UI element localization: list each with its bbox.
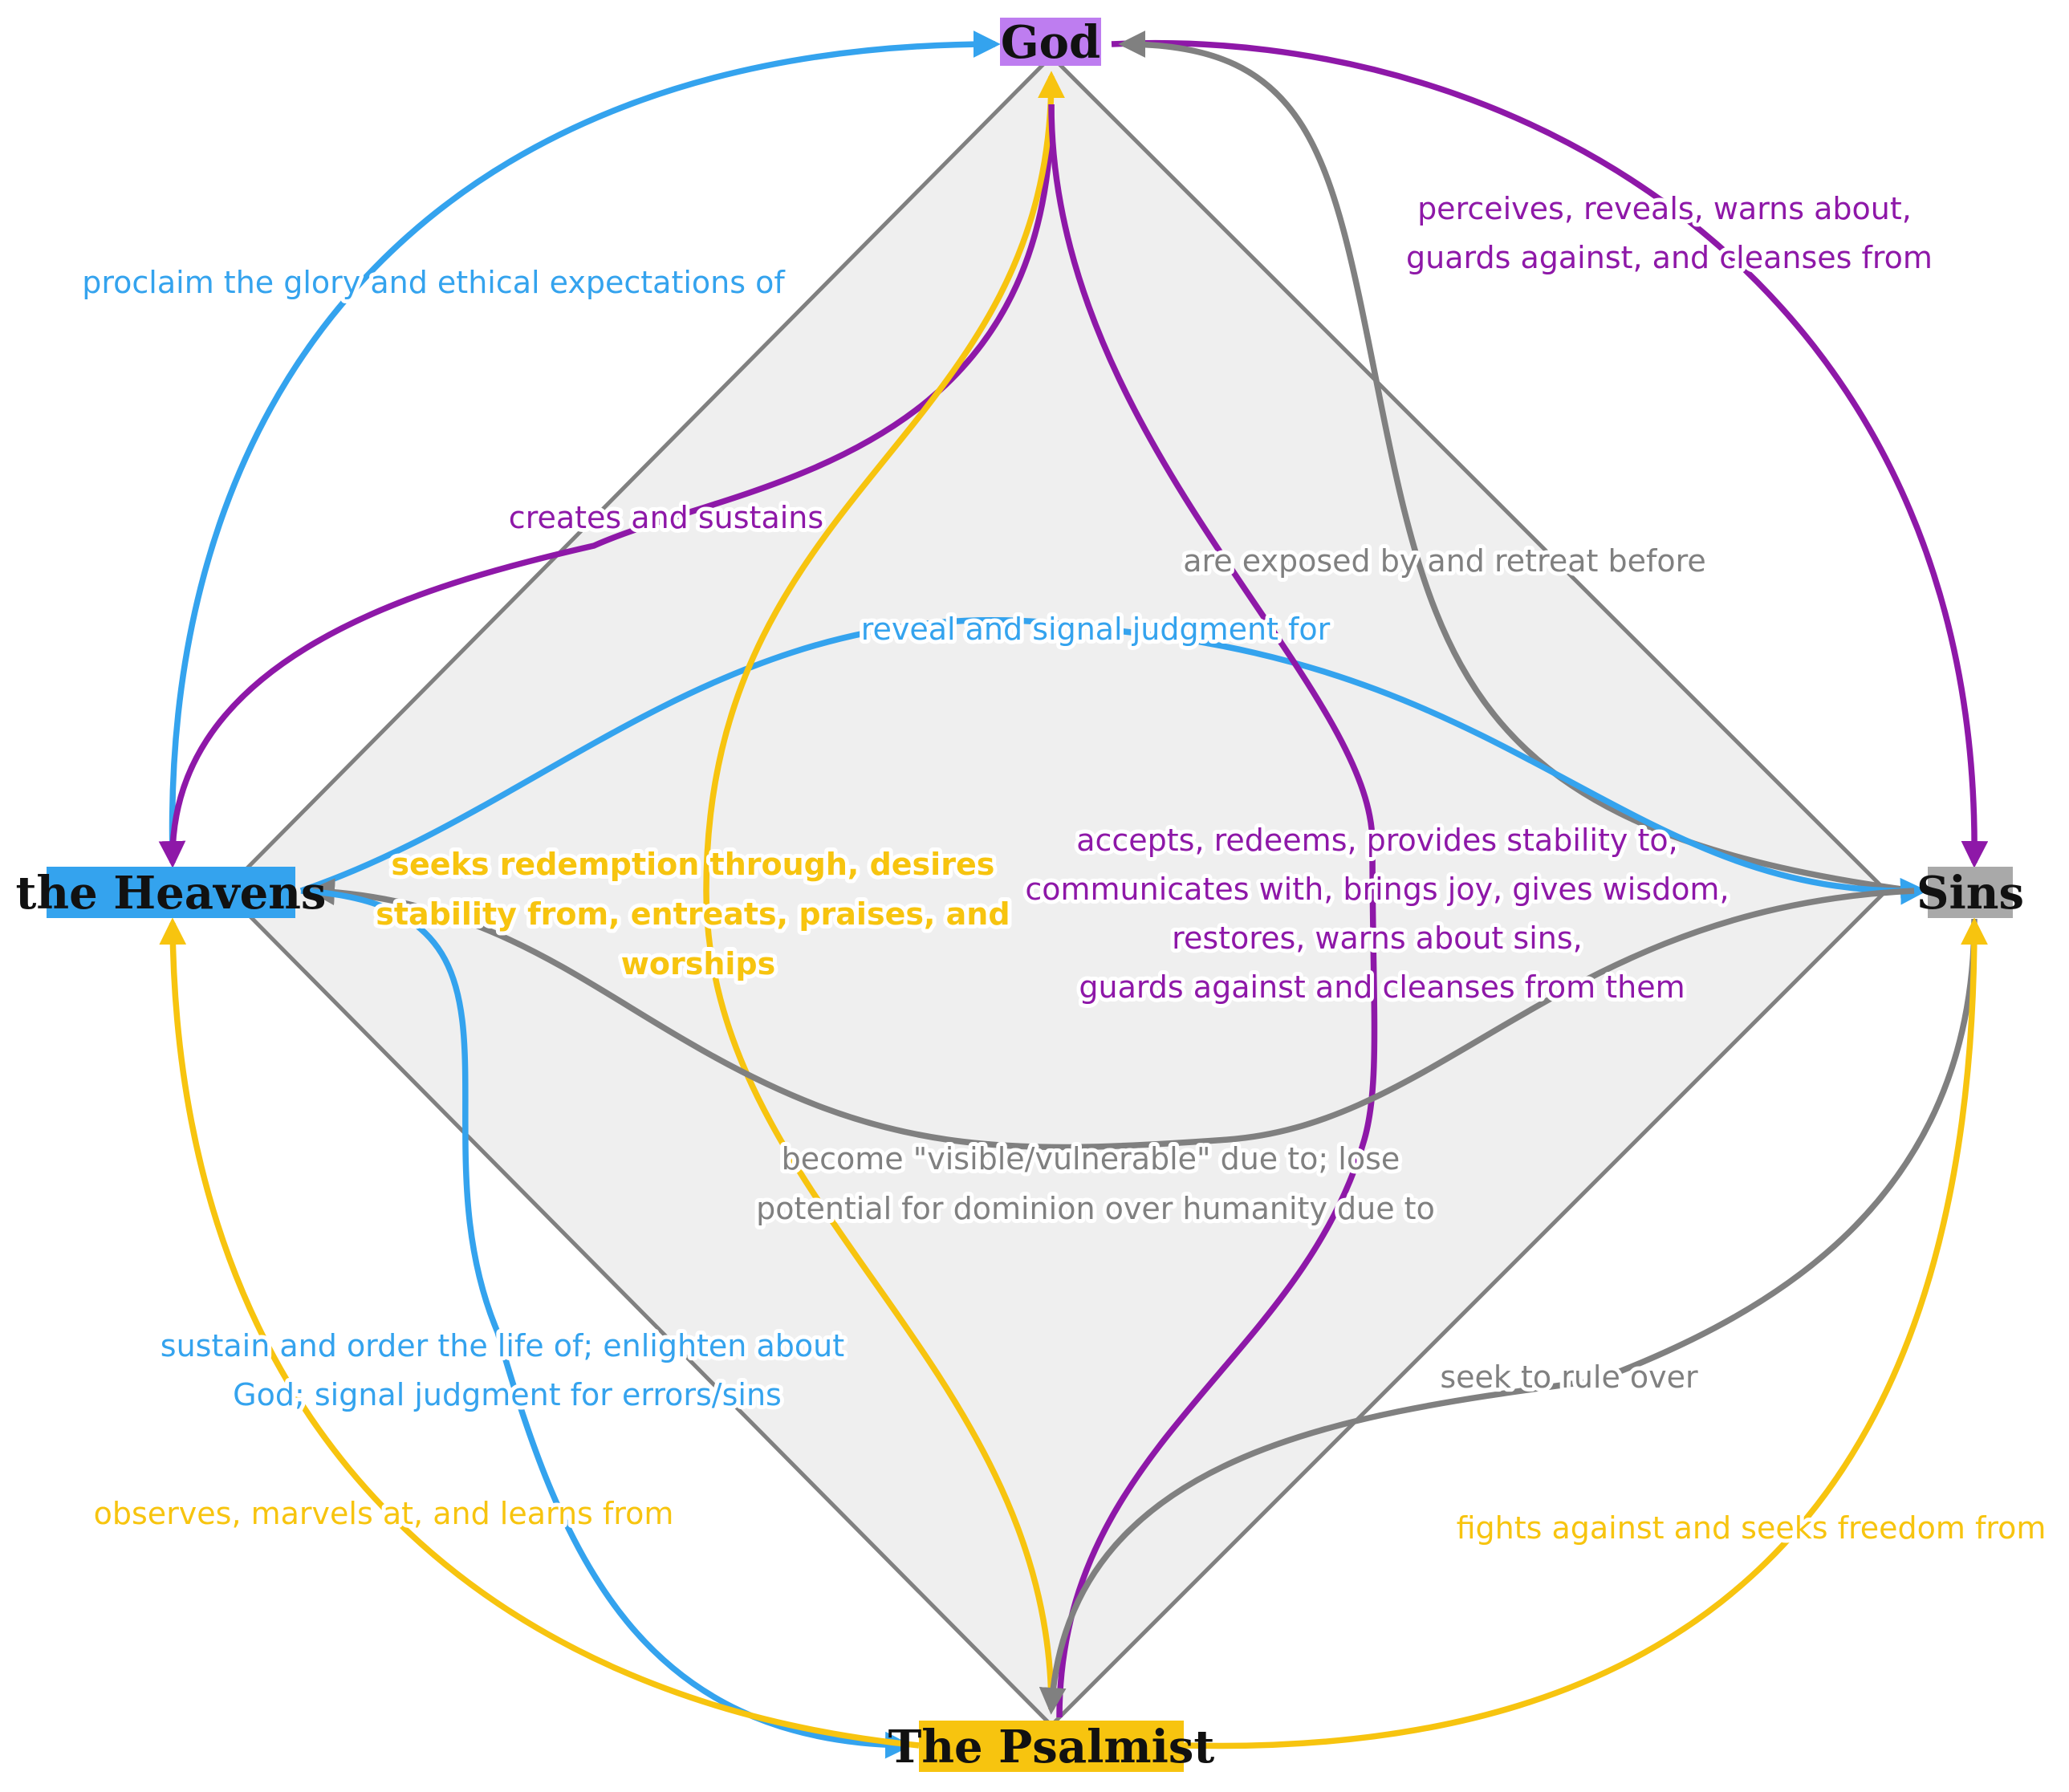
edge-god-to-sins xyxy=(1111,40,1989,868)
node-god-label: God xyxy=(1001,16,1100,69)
node-heavens-label: the Heavens xyxy=(16,867,327,920)
edge-psalmist-to-heavens xyxy=(159,917,920,1749)
label-psalmist-sins: fights against and seeks freedom from xyxy=(1457,1510,2047,1546)
label-sins-god: are exposed by and retreat before xyxy=(1183,543,1706,579)
label-god-heavens: creates and sustains xyxy=(509,500,823,535)
node-sins-label: Sins xyxy=(1917,867,2024,920)
label-sins-heavens: become "visible/vulnerable" due to; lose… xyxy=(756,1141,1435,1226)
edge-heavens-to-sins xyxy=(299,617,1928,905)
label-heavens-sins: reveal and signal judgment for xyxy=(861,612,1331,647)
edge-sins-to-psalmist xyxy=(1039,918,1978,1715)
node-god: God xyxy=(1000,16,1101,69)
edge-god-to-psalmist xyxy=(1048,104,1378,1718)
label-heavens-psalmist: sustain and order the life of; enlighten… xyxy=(161,1328,854,1412)
label-psalmist-god: seeks redemption through, desires stabil… xyxy=(376,847,1021,981)
edge-god-to-heavens xyxy=(158,104,1055,868)
edge-sins-to-heavens xyxy=(307,878,1915,1151)
label-god-psalmist: accepts, redeems, provides stability to,… xyxy=(1025,823,1738,1005)
label-god-sins: perceives, reveals, warns about, guards … xyxy=(1406,191,1933,275)
label-sins-psalmist: seek to rule over xyxy=(1440,1359,1698,1395)
node-heavens: the Heavens xyxy=(16,867,327,920)
edge-psalmist-to-sins xyxy=(1183,917,1988,1749)
edge-sins-to-god xyxy=(1118,30,1915,894)
node-psalmist: The Psalmist xyxy=(888,1721,1215,1774)
node-sins: Sins xyxy=(1917,867,2024,920)
node-psalmist-label: The Psalmist xyxy=(888,1721,1215,1774)
label-psalmist-heavens: observes, marvels at, and learns from xyxy=(94,1496,674,1531)
edge-psalmist-to-god xyxy=(703,71,1065,1710)
edge-heavens-to-god xyxy=(169,30,1001,859)
label-heavens-god: proclaim the glory and ethical expectati… xyxy=(82,265,786,300)
edge-heavens-to-psalmist xyxy=(300,888,913,1759)
